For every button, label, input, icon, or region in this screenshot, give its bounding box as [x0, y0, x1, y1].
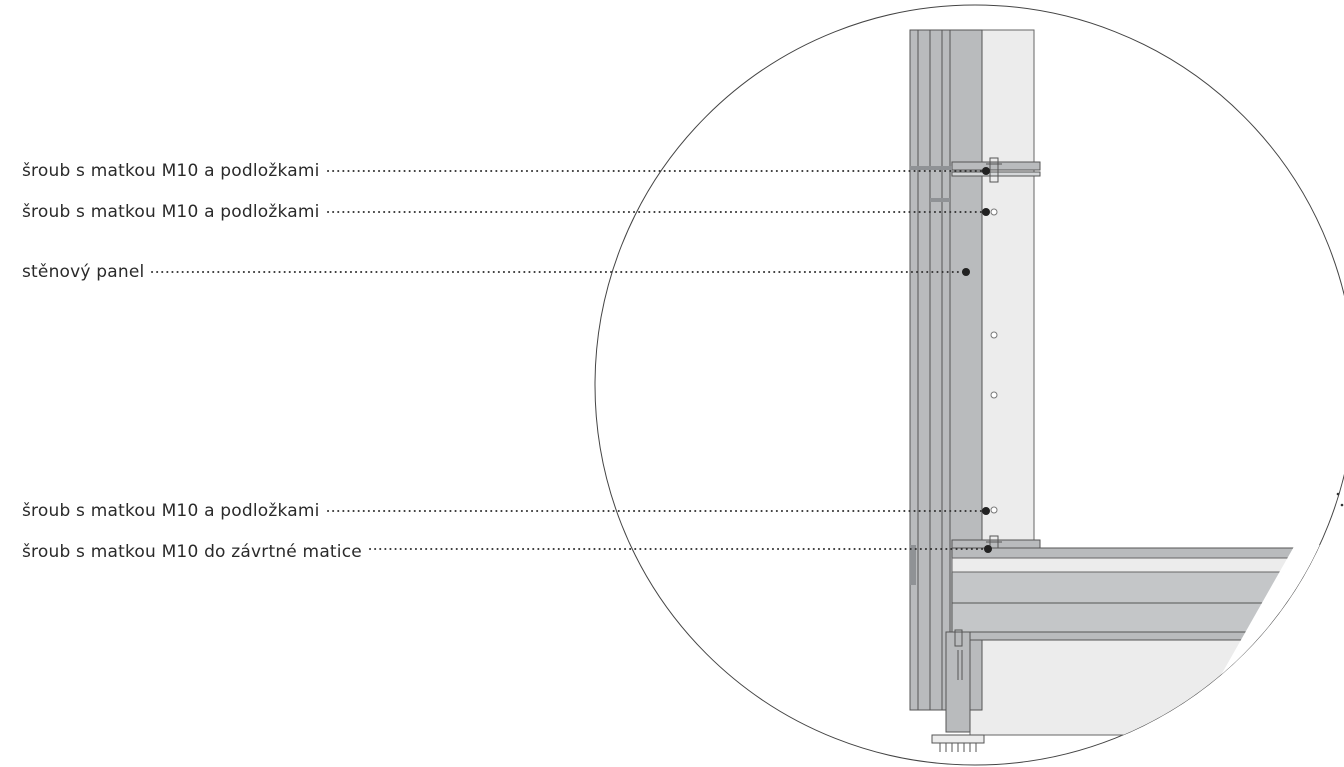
outer-profile: [909, 29, 943, 711]
callout-label-wall-panel: stěnový panel: [22, 262, 145, 282]
leader-endpoint: [984, 545, 992, 553]
callout-label-bolt-3: šroub s matkou M10 a podložkami: [22, 501, 320, 521]
top-bracket: [951, 161, 1041, 171]
callout-label-bolt-2: šroub s matkou M10 a podložkami: [22, 202, 320, 222]
callout-label-bolt-4: šroub s matkou M10 do závrtné matice: [22, 542, 362, 562]
floor-panel-core: [969, 639, 1344, 736]
foot-post: [945, 631, 971, 733]
bottom-bracket: [951, 539, 1041, 549]
leader-endpoint: [982, 167, 990, 175]
callout-label-bolt-1: šroub s matkou M10 a podložkami: [22, 161, 320, 181]
leader-endpoint: [962, 268, 970, 276]
leader-endpoint: [982, 507, 990, 515]
leader-endpoint: [982, 208, 990, 216]
leveling-foot: [931, 734, 985, 744]
floor-beam-top: [951, 547, 1344, 559]
detail-circle: [594, 4, 1344, 766]
leader-lines: [151, 167, 992, 553]
section-geometry: [909, 29, 1344, 765]
wall-panel-core: [981, 29, 1035, 549]
